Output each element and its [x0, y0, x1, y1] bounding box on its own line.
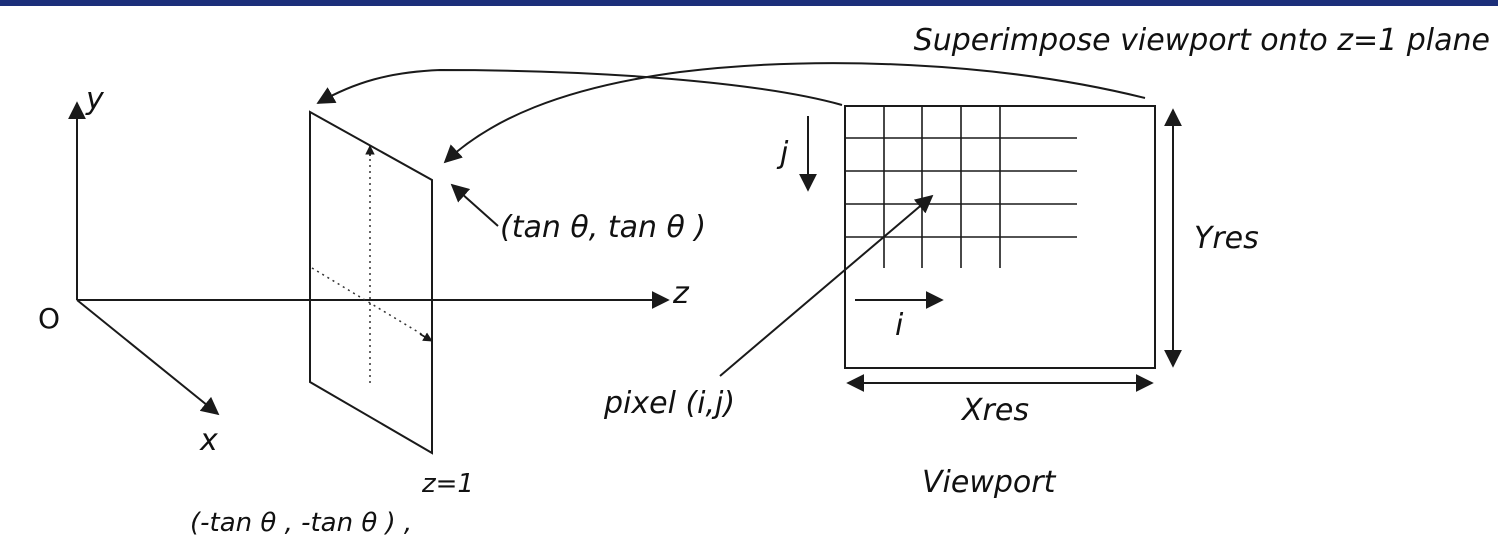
pixel-pointer-arrow [719, 194, 934, 377]
z1-plane [309, 110, 433, 455]
plane-label: z=1 [421, 469, 474, 499]
i-label: i [895, 308, 904, 343]
z1-plane-outline [309, 110, 433, 455]
title-label: Superimpose viewport onto z=1 plane [914, 23, 1490, 58]
pixel-label: pixel (i,j) [603, 386, 735, 421]
x-axis-label: x [199, 423, 218, 458]
plane-horizontal-guide-arrow [419, 332, 433, 342]
origin-label: O [38, 302, 60, 335]
viewport-label: Viewport [922, 465, 1057, 500]
corner-bottom-label: (-tan θ , -tan θ ) , [190, 508, 412, 538]
corner-top-label: (tan θ, tan θ ) [500, 210, 706, 245]
corner-pointer-arrow [450, 183, 499, 227]
y-axis-label: y [85, 82, 105, 117]
viewport-grid [844, 105, 1156, 369]
j-label: j [776, 136, 789, 171]
yres-label: Yres [1194, 221, 1259, 256]
superimpose-arrow-top-right [443, 62, 1146, 164]
superimpose-arrow-top-left [316, 68, 843, 106]
axes [68, 101, 670, 416]
top-border-bar [0, 0, 1498, 6]
z-axis-label: z [672, 276, 690, 311]
xres-label: Xres [960, 393, 1029, 428]
plane-horizontal-guide [311, 267, 429, 339]
x-axis [76, 299, 220, 416]
